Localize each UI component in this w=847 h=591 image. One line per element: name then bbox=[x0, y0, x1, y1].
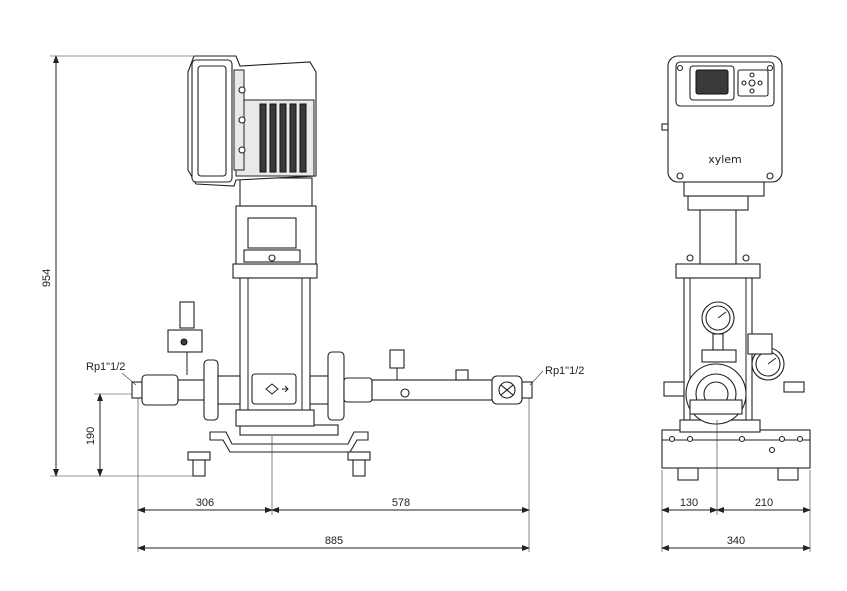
motor-lantern bbox=[235, 177, 317, 265]
side-drive: xylem bbox=[661, 55, 783, 197]
motor-drive bbox=[187, 55, 317, 187]
suction-assembly bbox=[131, 301, 241, 421]
gauges bbox=[663, 301, 805, 397]
discharge-assembly bbox=[309, 349, 533, 421]
dim-side-total: 340 bbox=[727, 535, 745, 547]
dim-total-length: 885 bbox=[325, 535, 343, 547]
side-view: xylem bbox=[661, 55, 811, 481]
dim-total-height: 954 bbox=[41, 269, 53, 287]
front-dimensions: 954 190 306 578 885 Rp1"1/2 Rp1"1/2 bbox=[41, 55, 584, 552]
dim-inlet-height: 190 bbox=[85, 427, 97, 445]
dim-right-offset: 578 bbox=[392, 497, 410, 509]
front-view bbox=[131, 55, 533, 477]
side-inlet bbox=[685, 363, 747, 425]
pump-column bbox=[232, 263, 318, 427]
inlet-connection-label: Rp1"1/2 bbox=[86, 361, 125, 373]
outlet-connection-label: Rp1"1/2 bbox=[545, 365, 584, 377]
dim-left-offset: 306 bbox=[196, 497, 214, 509]
dim-side-left: 130 bbox=[680, 497, 698, 509]
side-dimensions: 130 210 340 bbox=[661, 420, 811, 552]
base-frame bbox=[187, 424, 371, 477]
brand-logo: xylem bbox=[708, 153, 742, 166]
dim-side-right: 210 bbox=[755, 497, 773, 509]
side-base bbox=[661, 419, 811, 481]
cooling-fins bbox=[259, 103, 307, 173]
